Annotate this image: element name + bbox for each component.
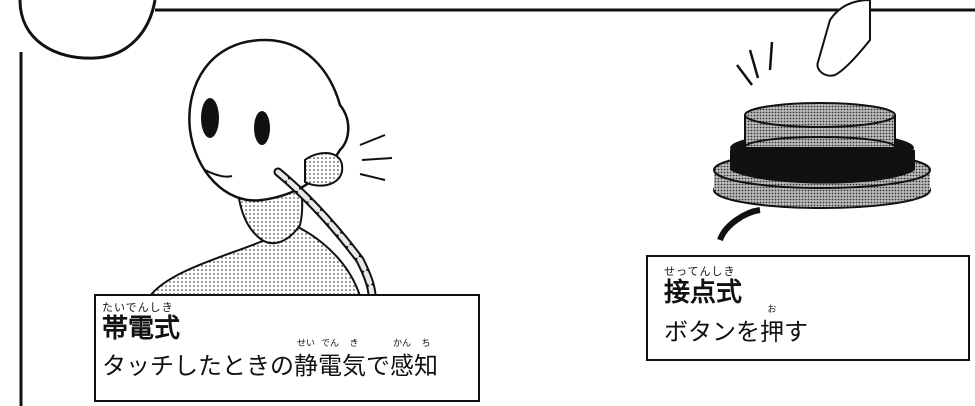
mannequin-figure: [147, 38, 393, 301]
description-ruby: き: [349, 339, 359, 349]
caption-description: タッチしたときのせい静でん電き気でかん感ち知: [102, 339, 472, 381]
description-text: ボタンを: [664, 318, 760, 346]
description-ruby: お: [767, 305, 777, 315]
description-ruby: せい: [296, 339, 315, 349]
description-text: 気: [342, 352, 366, 380]
description-text: 感: [390, 352, 414, 380]
description-text: 知: [414, 352, 438, 380]
push-button-figure: [713, 0, 931, 242]
description-text: す: [784, 318, 808, 346]
description-text: 静: [294, 352, 318, 380]
description-ruby: かん: [392, 339, 411, 349]
description-ruby: でん: [320, 339, 339, 349]
description-text: 押: [760, 318, 784, 346]
title-ruby: たいでんしき: [102, 301, 174, 314]
speech-bubble: [18, 0, 157, 60]
description-text: 電: [318, 352, 342, 380]
title-ruby: せってんしき: [664, 265, 736, 278]
caption-title: 接点式: [664, 278, 743, 308]
caption-description: ボタンをお押す: [664, 305, 952, 347]
description-text: タッチしたときの: [102, 352, 294, 380]
description-ruby: ち: [421, 339, 431, 349]
description-text: で: [366, 352, 390, 380]
caption-title: 帯電式: [102, 314, 181, 344]
caption-box-contact: せってんしき 接点式 ボタンをお押す: [646, 255, 970, 361]
caption-box-electrostatic: たいでんしき 帯電式 タッチしたときのせい静でん電き気でかん感ち知: [94, 294, 480, 402]
